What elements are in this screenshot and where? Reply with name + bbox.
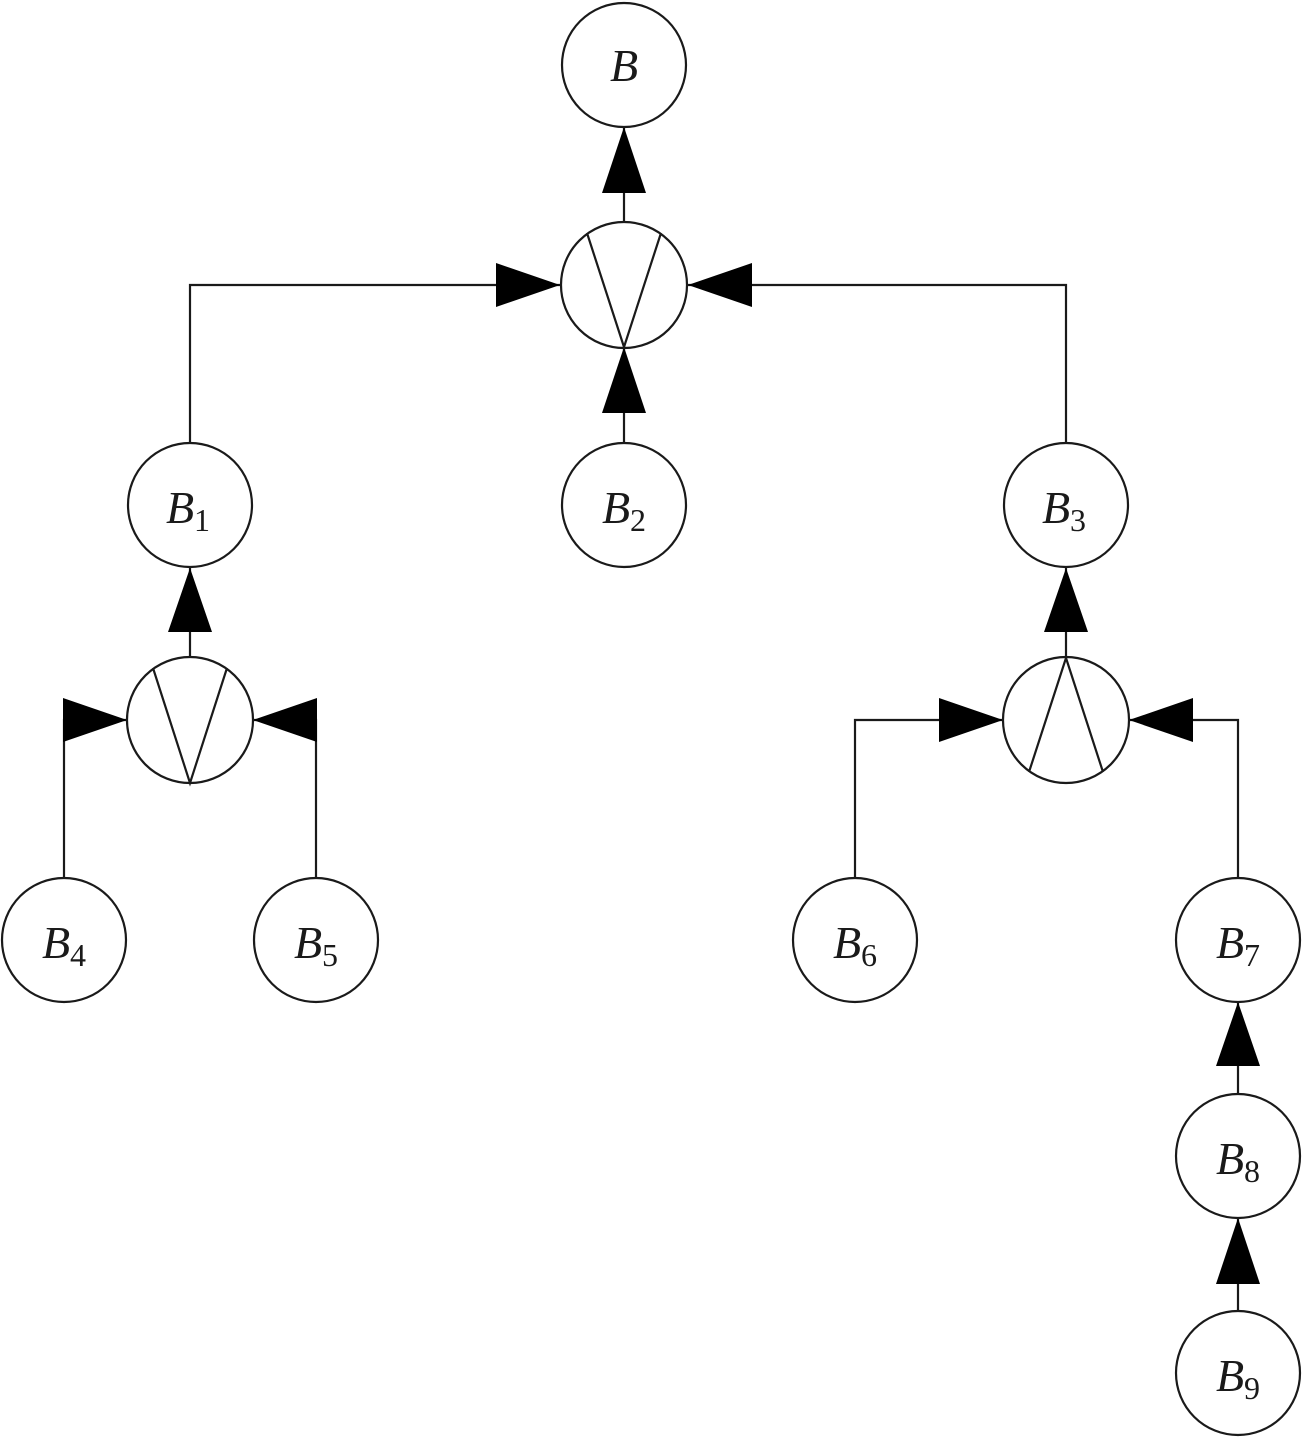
node-label: B1 <box>166 482 210 538</box>
gate-circle <box>125 655 255 785</box>
node-subscript: 5 <box>322 937 338 973</box>
node-b3: B3 <box>1002 441 1130 569</box>
node-subscript: 7 <box>1244 937 1260 973</box>
node-b: B <box>560 1 688 129</box>
node-circle <box>560 441 688 569</box>
node-subscript: 2 <box>630 502 646 538</box>
edge-b6-to-g3 <box>853 718 1003 878</box>
gate-g3 <box>1001 654 1131 785</box>
node-letter: B <box>1042 482 1070 533</box>
edge-b5-to-g1 <box>253 718 318 878</box>
arrowhead-left <box>253 698 317 742</box>
node-letter: B <box>602 482 630 533</box>
node-subscript: 4 <box>70 937 86 973</box>
node-letter: B <box>166 482 194 533</box>
arrowhead-right <box>63 698 127 742</box>
node-b1: B1 <box>126 441 254 569</box>
node-letter: B <box>42 917 70 968</box>
node-letter: B <box>833 917 861 968</box>
gate-g0 <box>559 220 689 351</box>
edge-b3-to-g0 <box>688 283 1068 442</box>
node-circle <box>1002 441 1130 569</box>
or-gate-symbol <box>585 232 663 351</box>
node-b5: B5 <box>252 876 380 1004</box>
node-subscript: 1 <box>194 502 210 538</box>
arrowhead-right <box>496 263 560 307</box>
node-circle <box>0 876 128 1004</box>
node-label: B5 <box>294 917 338 973</box>
node-letter: B <box>610 40 638 91</box>
arrowhead-up <box>168 568 212 632</box>
node-letter: B <box>294 917 322 968</box>
node-b8: B8 <box>1174 1092 1302 1220</box>
arrowhead-up <box>1216 1218 1260 1284</box>
arrowhead-up <box>602 347 646 413</box>
and-gate-symbol <box>1027 654 1105 773</box>
edge-b4-to-g1 <box>62 718 127 878</box>
node-label: B6 <box>833 917 877 973</box>
node-label: B4 <box>42 917 86 973</box>
node-label: B8 <box>1216 1133 1260 1189</box>
node-b4: B4 <box>0 876 128 1004</box>
arrowhead-left <box>1129 698 1193 742</box>
node-subscript: 6 <box>861 937 877 973</box>
node-b7: B7 <box>1174 876 1302 1004</box>
node-label: B2 <box>602 482 646 538</box>
node-b9: B9 <box>1174 1309 1302 1437</box>
node-subscript: 3 <box>1070 502 1086 538</box>
edge-b7-to-g3 <box>1129 718 1240 878</box>
node-label: B7 <box>1216 917 1260 973</box>
arrowhead-up <box>1044 568 1088 632</box>
node-subscript: 8 <box>1244 1153 1260 1189</box>
arrowheads <box>63 127 1260 1284</box>
arrowhead-left <box>688 263 752 307</box>
gate-g1 <box>125 655 255 787</box>
gate-circle <box>1001 655 1131 785</box>
or-gate-symbol <box>151 667 229 787</box>
node-circle <box>791 876 919 1004</box>
node-letter: B <box>1216 1350 1244 1401</box>
node-letter: B <box>1216 1133 1244 1184</box>
node-circle <box>1174 876 1302 1004</box>
arrowhead-up <box>1216 1002 1260 1066</box>
node-label: B3 <box>1042 482 1086 538</box>
node-circle <box>126 441 254 569</box>
edge-b1-to-g0 <box>188 283 560 442</box>
node-label: B9 <box>1216 1350 1260 1406</box>
node-b2: B2 <box>560 441 688 569</box>
node-circle <box>1174 1309 1302 1437</box>
node-circle <box>560 1 688 129</box>
node-b6: B6 <box>791 876 919 1004</box>
arrowhead-right <box>939 698 1003 742</box>
node-label: B <box>610 40 638 91</box>
node-subscript: 9 <box>1244 1370 1260 1406</box>
node-circle <box>1174 1092 1302 1220</box>
gate-circle <box>559 220 689 350</box>
node-circle <box>252 876 380 1004</box>
node-letter: B <box>1216 917 1244 968</box>
arrowhead-up <box>602 127 646 193</box>
